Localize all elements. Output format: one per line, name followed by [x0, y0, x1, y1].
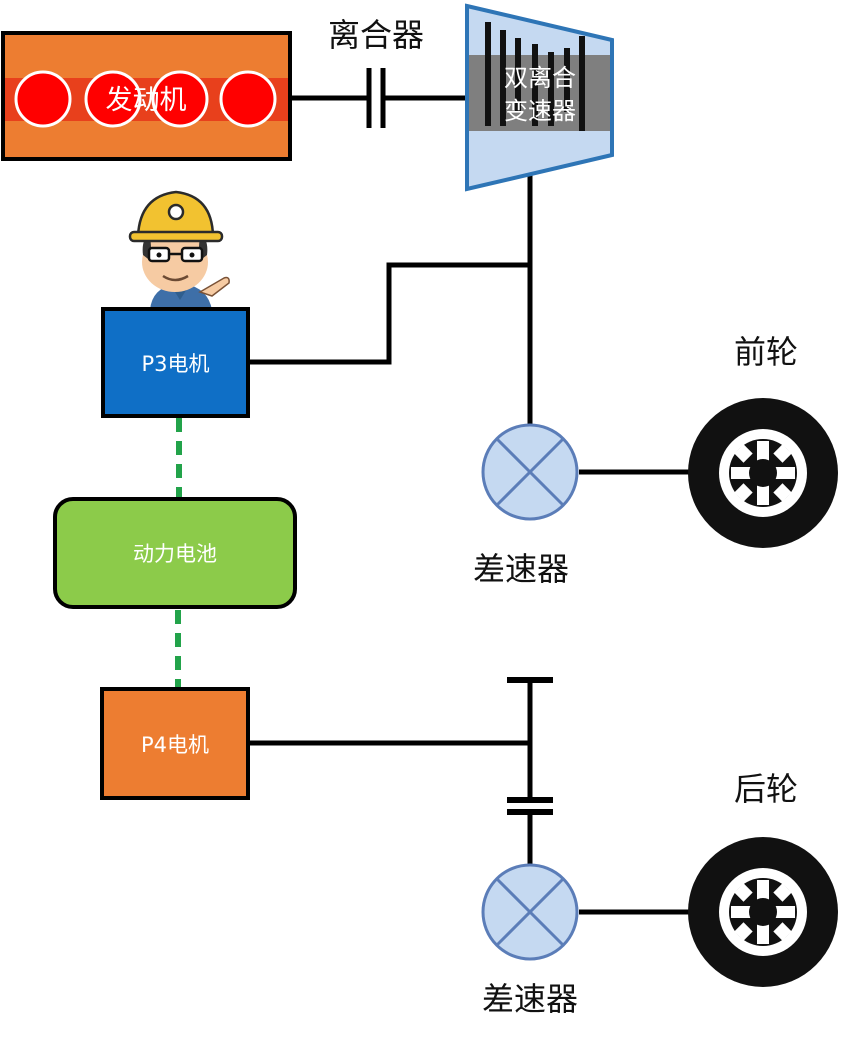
clutch-icon	[366, 68, 386, 128]
p4-motor-label: P4电机	[141, 733, 209, 757]
battery-block: 动力电池	[53, 497, 297, 609]
front-wheel-icon	[688, 398, 838, 548]
rear-wheel-icon	[688, 837, 838, 987]
front-wheel-label: 前轮	[734, 333, 798, 371]
dct-label-line2: 变速器	[504, 97, 576, 125]
p3-link-line	[248, 262, 530, 365]
dct-gearbox: 双离合 变速器	[465, 3, 614, 192]
front-differential-label: 差速器	[473, 550, 569, 588]
p4-motor: P4电机	[100, 687, 250, 800]
dct-label-line1: 双离合	[504, 64, 576, 92]
p3-motor-label: P3电机	[141, 352, 209, 376]
rear-differential-icon	[481, 863, 579, 961]
clutch-label: 离合器	[328, 16, 424, 54]
rear-wheel-label: 后轮	[734, 770, 798, 808]
rear-differential-label: 差速器	[482, 980, 578, 1018]
connection-lines	[248, 95, 766, 915]
mascot-icon	[128, 190, 230, 310]
engine-cylinders	[14, 70, 277, 128]
gearbox-icon	[485, 22, 585, 131]
rear-gear-icon	[507, 677, 553, 815]
battery-label: 动力电池	[133, 542, 217, 566]
p3-motor: P3电机	[101, 307, 250, 418]
front-differential-icon	[481, 423, 579, 521]
engine-label: 发动机	[106, 85, 187, 116]
engine-block: 发动机	[1, 31, 292, 161]
